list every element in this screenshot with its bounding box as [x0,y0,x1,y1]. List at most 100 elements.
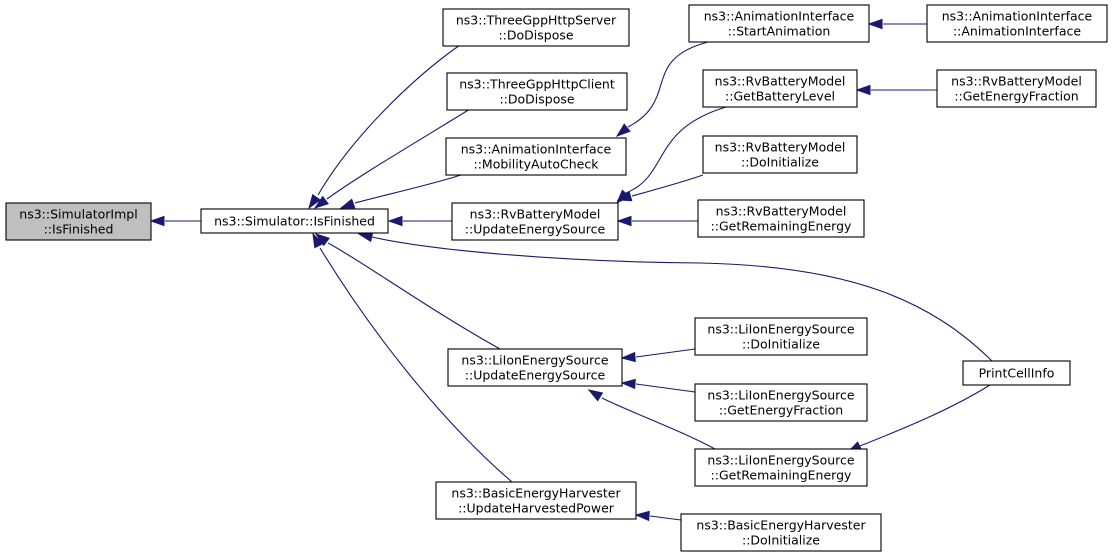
arrowhead [615,123,631,137]
arrowhead [620,378,636,390]
edge-lionfraction-to-lionupdate [620,378,696,393]
arrowhead [149,215,165,227]
edge-printcell-to-sim [357,231,993,362]
node-box [962,360,1071,386]
edge-line [649,515,682,521]
node-label-line: ::GetRemainingEnergy [711,219,852,234]
edge-line [635,348,696,358]
node-box [697,199,865,238]
node-label-line: ns3::AnimationInterface [704,9,855,24]
node-rvupdate[interactable]: ns3::RvBatteryModel::UpdateEnergySource [451,202,619,241]
node-label-line: ns3::Simulator::IsFinished [214,214,375,229]
edge-lioninit-to-lionupdate [620,348,696,363]
node-label-line: ::MobilityAutoCheck [474,157,600,172]
node-label-line: ::DoInitialize [742,337,820,352]
node-box [442,8,630,47]
arrowhead [855,84,871,96]
node-box [5,202,152,241]
node-label-line: ::UpdateEnergySource [465,222,606,237]
node-label-line: ns3::RvBatteryModel [715,140,846,155]
edge-sim-to-simimpl [149,215,201,227]
edge-harvestinit-to-harvest [634,510,682,522]
edge-printcell-to-lionremain [846,384,991,453]
node-label-line: ::IsFinished [44,222,114,237]
edge-line [627,41,709,128]
node-label-line: ::DoDispose [499,92,574,107]
node-box [688,4,870,43]
edge-line [635,383,696,393]
node-rvinit[interactable]: ns3::RvBatteryModel::DoInitialize [702,135,858,174]
edges-layer [149,18,993,522]
edge-line [317,44,461,196]
node-mobcheck[interactable]: ns3::AnimationInterface::MobilityAutoChe… [445,137,627,176]
edge-line [354,174,462,204]
edge-animctor-to-startanim [867,18,927,30]
nodes-layer: ns3::SimulatorImpl::IsFinished ns3::Simul… [5,4,1108,552]
node-label-line: ::GetBatteryLevel [725,89,835,104]
edge-line [625,106,727,194]
node-label-line: ::UpdateHarvestedPower [458,501,615,516]
node-label-line: ::StartAnimation [728,24,831,39]
node-label-line: ns3::LiIonEnergySource [461,353,609,368]
edge-startanim-to-mobcheck [615,41,709,137]
node-harvestinit[interactable]: ns3::BasicEnergyHarvester::DoInitialize [680,513,882,552]
arrowhead [312,232,324,249]
edge-rvupdate-to-sim [387,215,452,227]
edge-line [859,384,991,447]
edge-mobcheck-to-sim [339,174,462,209]
node-box [200,208,389,234]
arrowhead [867,18,883,30]
node-label-line: ns3::LiIonEnergySource [707,453,855,468]
arrowhead [616,215,632,227]
node-harvest[interactable]: ns3::BasicEnergyHarvester::UpdateHarvest… [435,481,637,520]
edge-serverdispose-to-sim [308,44,461,210]
arrowhead [620,351,636,363]
node-box [446,72,628,111]
node-rvfraction[interactable]: ns3::RvBatteryModel::GetEnergyFraction [936,69,1097,108]
node-simimpl[interactable]: ns3::SimulatorImpl::IsFinished [5,202,152,241]
node-lionupdate[interactable]: ns3::LiIonEnergySource::UpdateEnergySour… [447,348,623,387]
node-rvlevel[interactable]: ns3::RvBatteryModel::GetBatteryLevel [702,69,858,108]
node-serverdispose[interactable]: ns3::ThreeGppHttpServer::DoDispose [442,8,630,47]
edge-rvfraction-to-rvlevel [855,84,937,96]
node-box [926,4,1108,43]
node-label-line: ns3::ThreeGppHttpServer [456,13,617,28]
node-label-line: ns3::LiIonEnergySource [707,388,855,403]
edge-harvest-to-sim [312,232,513,483]
edge-line [326,108,471,200]
node-clientdispose[interactable]: ns3::ThreeGppHttpClient::DoDispose [446,72,628,111]
node-sim[interactable]: ns3::Simulator::IsFinished [200,208,389,234]
edge-line [319,247,513,483]
node-label-line: ::UpdateEnergySource [465,368,606,383]
arrowhead [387,215,403,227]
node-label-line: ::GetEnergyFraction [954,89,1078,104]
node-rvremain[interactable]: ns3::RvBatteryModel::GetRemainingEnergy [697,199,865,238]
arrowhead [357,231,374,243]
node-startanim[interactable]: ns3::AnimationInterface::StartAnimation [688,4,870,43]
arrowhead [308,193,321,210]
node-label-line: ::GetRemainingEnergy [711,468,852,483]
node-label-line: ns3::RvBatteryModel [716,204,847,219]
node-box [435,481,637,520]
node-lionfraction[interactable]: ns3::LiIonEnergySource::GetEnergyFractio… [694,383,868,422]
arrowhead [616,191,633,202]
node-label-line: ns3::AnimationInterface [942,9,1093,24]
node-label-line: ::AnimationInterface [953,24,1081,39]
node-printcell[interactable]: PrintCellInfo [962,360,1071,386]
arrowhead [339,198,356,209]
node-label-line: ns3::ThreeGppHttpClient [459,77,615,92]
node-lioninit[interactable]: ns3::LiIonEnergySource::DoInitialize [694,317,868,356]
edge-clientdispose-to-sim [313,108,471,209]
node-label-line: ns3::LiIonEnergySource [707,322,855,337]
node-box [702,135,858,174]
edge-rvinit-to-rvupdate [616,174,704,202]
edge-lionremain-to-lionupdate [587,389,716,450]
node-label-line: ::DoDispose [498,28,573,43]
node-label-line: ns3::AnimationInterface [461,142,612,157]
node-label-line: PrintCellInfo [979,366,1055,381]
edge-line [371,236,993,362]
node-lionremain[interactable]: ns3::LiIonEnergySource::GetRemainingEner… [694,448,868,487]
arrowhead [587,389,604,402]
node-animctor[interactable]: ns3::AnimationInterface::AnimationInterf… [926,4,1108,43]
edge-lionupdate-to-sim [314,233,501,350]
